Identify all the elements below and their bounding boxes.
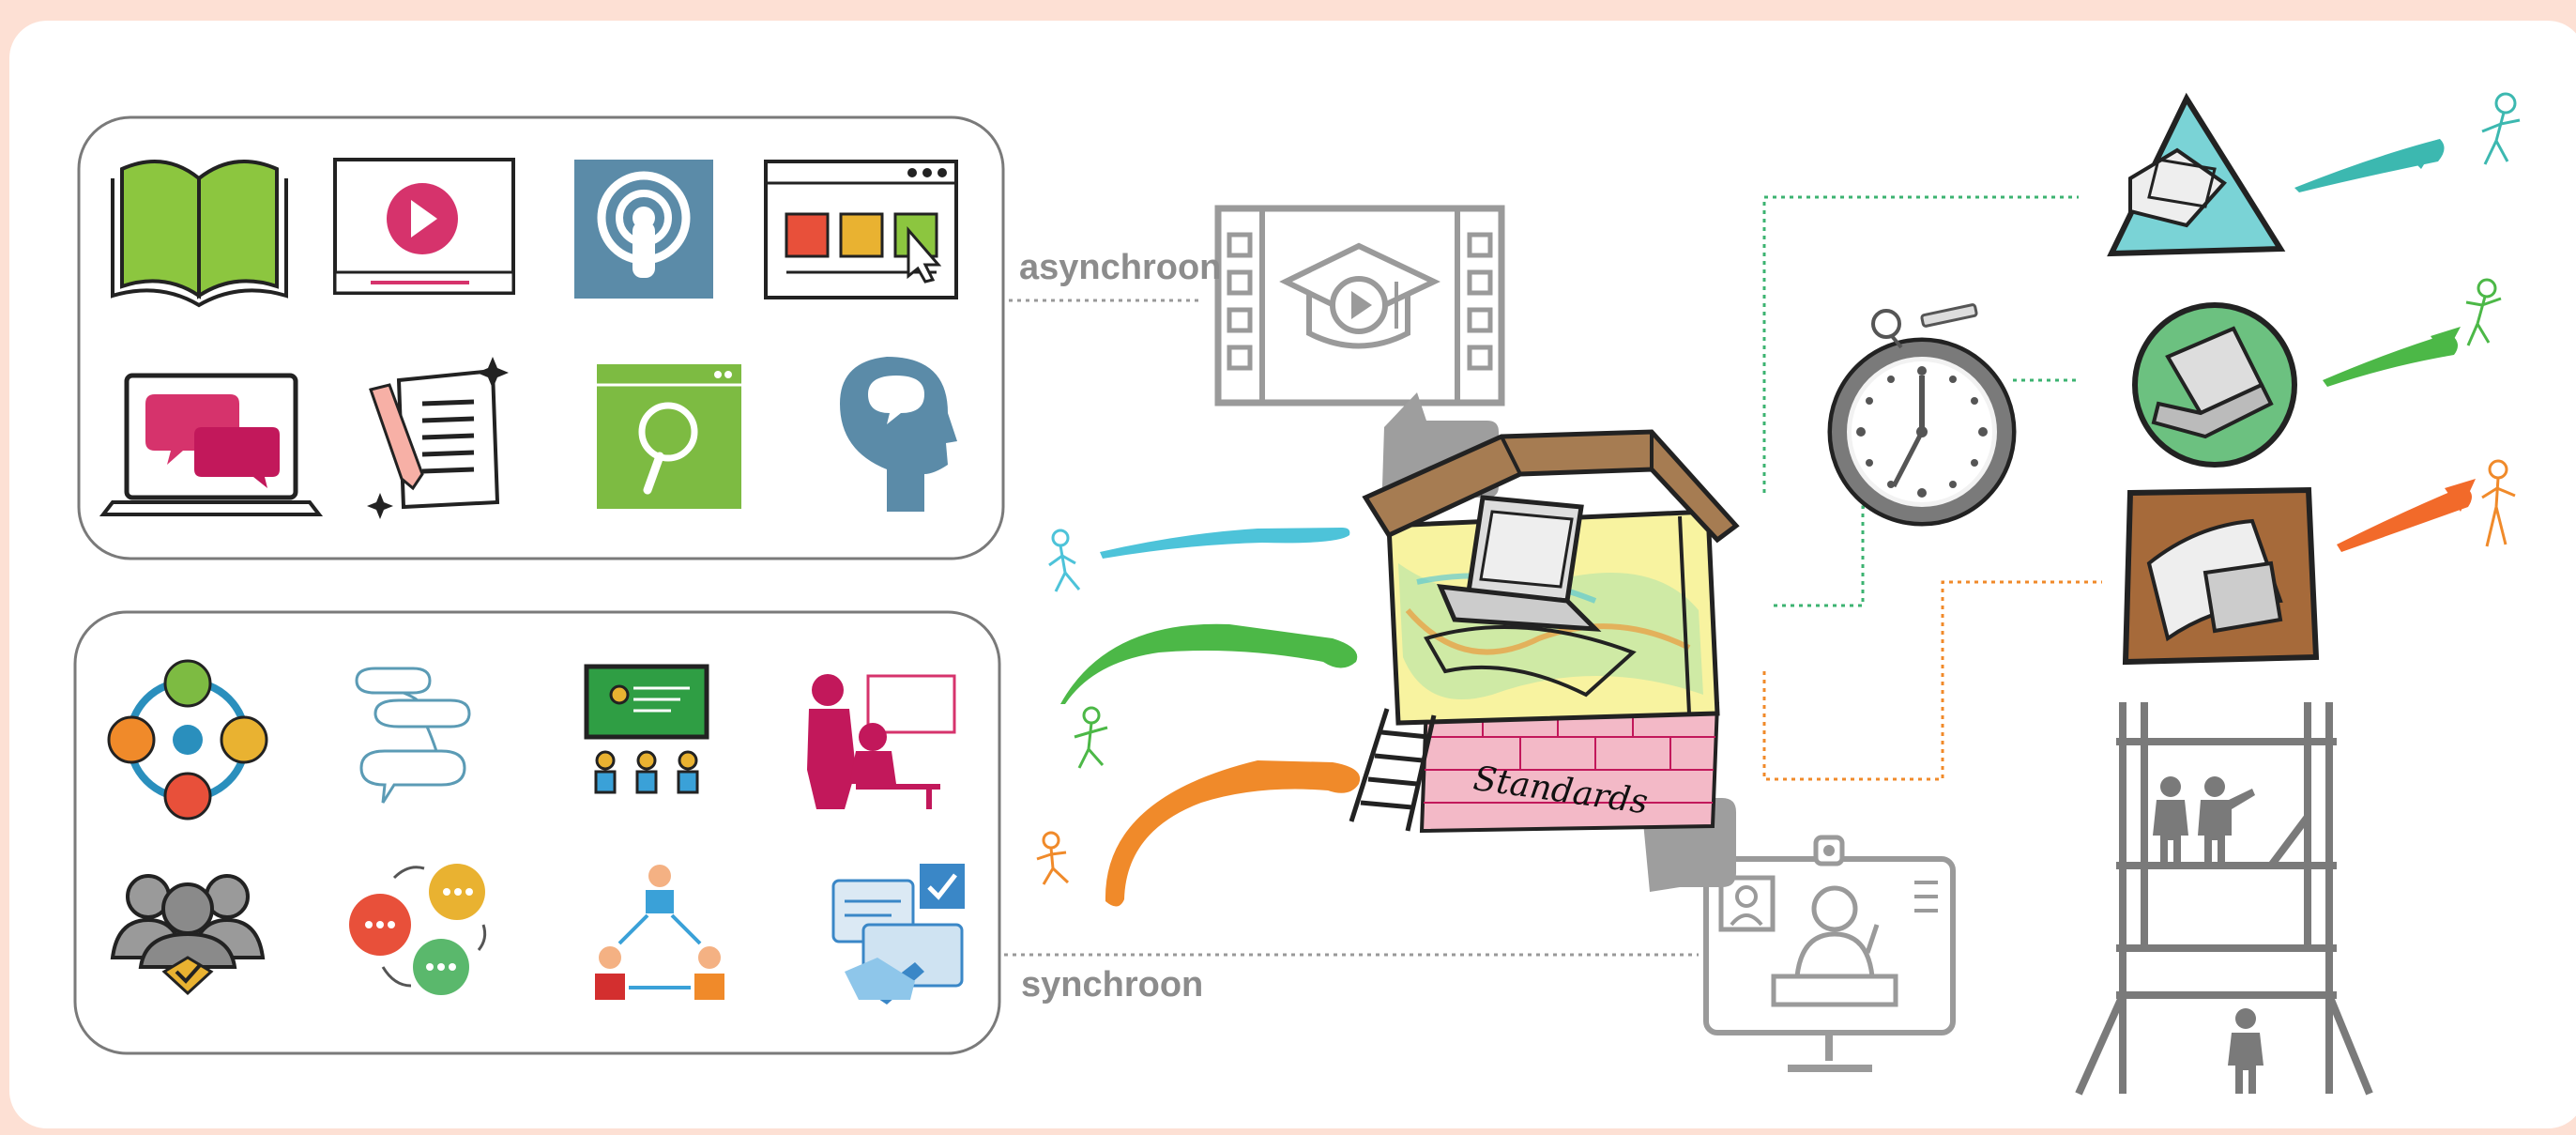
group-network-icon: [107, 659, 268, 821]
tutoring-icon: [807, 674, 956, 809]
blue-path: [1100, 528, 1350, 559]
dialogue-bubbles-icon: [355, 667, 471, 804]
scaffold-workers: [2153, 776, 2264, 1094]
standards-house: [1349, 429, 1740, 834]
teal-tent-scene: [2107, 92, 2286, 257]
writing-notes-icon: [367, 357, 509, 519]
learner-paths: [1036, 528, 1361, 907]
house-ladder: [1349, 708, 1437, 832]
orange-path: [1105, 760, 1361, 907]
classroom-presentation-icon: [584, 664, 709, 794]
house-laptop-sketch: [1424, 495, 1637, 698]
orange-learner-figure-right: [2481, 459, 2516, 547]
teal-route: [1762, 195, 2079, 493]
blue-learner-figure: [1048, 529, 1081, 592]
video-call-icon: [1703, 835, 1956, 1072]
green-learner-figure-right: [2465, 278, 2502, 346]
teal-learner-figure: [2481, 92, 2521, 165]
web-page-icon: [764, 160, 958, 299]
team-structure-icon: [595, 865, 724, 1000]
orange-arrow: [2337, 486, 2472, 552]
team-approval-icon: [110, 874, 266, 996]
search-window-icon: [597, 364, 741, 509]
orange-learner-figure: [1036, 831, 1070, 885]
discussion-icon: [349, 864, 487, 995]
video-course-icon: [1214, 205, 1505, 406]
stopwatch-icon: [1827, 303, 2017, 527]
async-resources-panel: [77, 115, 1005, 560]
online-feedback-icon: [831, 864, 965, 1005]
video-player-icon: [333, 158, 515, 295]
asynchronous-label: asynchroon: [1019, 248, 1222, 287]
green-circle-scene: [2132, 302, 2297, 468]
green-route-left: [1774, 505, 1910, 607]
head-thought-icon: [840, 357, 957, 512]
green-arrow: [2323, 333, 2458, 387]
green-path: [1060, 623, 1358, 704]
laptop-chat-icon: [99, 373, 324, 516]
green-learner-figure: [1074, 706, 1108, 769]
orange-route: [1762, 580, 2102, 781]
synchronous-label: synchroon: [1021, 965, 1204, 1005]
brown-square-scene: [2122, 486, 2320, 666]
scaffolding-icon: [2075, 702, 2373, 1096]
podcast-icon: [574, 160, 713, 299]
sync-activities-panel: [73, 610, 1001, 1055]
book-icon: [111, 160, 288, 308]
